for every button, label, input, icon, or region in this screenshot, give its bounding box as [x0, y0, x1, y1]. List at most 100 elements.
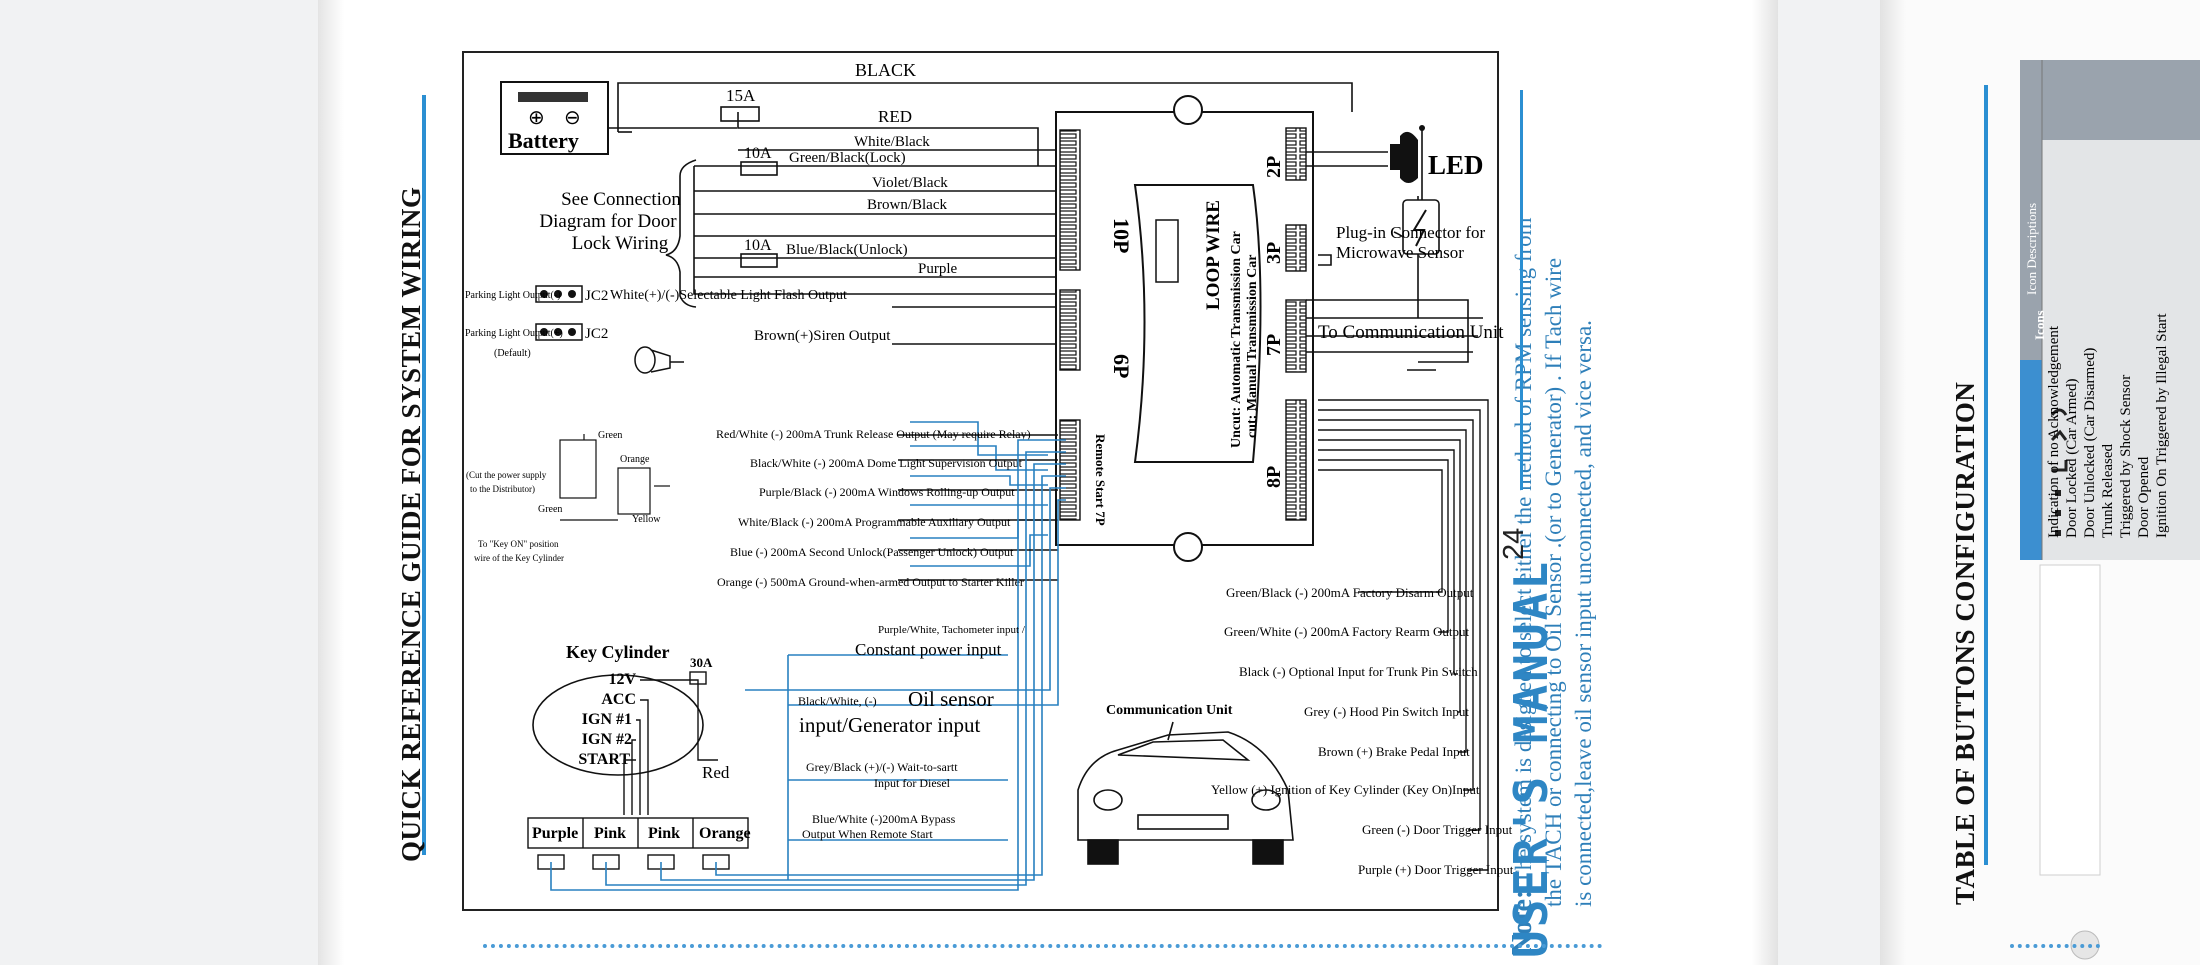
port-7p: 7P	[1263, 334, 1285, 356]
tach-label-1: Purple/White, Tachometer input /	[878, 624, 1026, 636]
label-black: BLACK	[855, 60, 916, 80]
battery-label: Battery	[508, 128, 579, 153]
output-windows: Purple/Black (-) 200mA Windows Rolling-u…	[759, 485, 1015, 499]
input-brake: Brown (+) Brake Pedal Input	[1318, 744, 1470, 759]
row-3: Door Unlocked (Car Disarmed)	[2082, 347, 2098, 538]
kc-pink-1: Pink	[594, 825, 626, 842]
led-label: LED	[1428, 150, 1484, 180]
port-2p: 2P	[1263, 156, 1285, 178]
label-10a-1: 10A	[744, 145, 772, 162]
page2-gutter-shadow	[1880, 0, 1906, 965]
sketch-green-2: Green	[538, 504, 562, 515]
control-module	[1055, 95, 1314, 562]
sketch-orange: Orange	[620, 454, 650, 465]
port-6p: 6P	[1109, 354, 1134, 378]
col-descriptions: Icon Descriptions	[2024, 202, 2039, 295]
port-remote-7p: Remote Start 7P	[1093, 434, 1108, 526]
label-default: (Default)	[494, 348, 531, 359]
key-cylinder-label: Key Cylinder	[566, 642, 670, 662]
label-parking-pos: Parking Light Output(+)	[465, 328, 563, 339]
label-purple: Purple	[918, 261, 958, 277]
to-comm-label: To Communication Unit	[1318, 322, 1504, 343]
key-cylinder-outline	[532, 674, 704, 776]
row-6: Door Opened	[2136, 456, 2152, 538]
label-white-black: White/Black	[854, 134, 930, 150]
label-jc2-a: JC2	[585, 288, 608, 304]
kc-ign1: IGN #1	[582, 711, 632, 728]
label-brown-black: Brown/Black	[867, 197, 947, 213]
row-1: Indication of no Acknowledgement	[2046, 325, 2062, 538]
siren-icon	[634, 346, 684, 374]
page-gutter-shadow	[318, 0, 344, 965]
users-manual-logo: USER'S MANUAL	[1504, 558, 1558, 958]
comm-unit-label: Communication Unit	[1106, 703, 1233, 718]
kc-orange: Orange	[699, 825, 751, 842]
output-aux: White/Black (-) 200mA Programmable Auxil…	[738, 515, 1011, 529]
title-accent-bar	[422, 95, 426, 855]
page-number: 24	[1498, 527, 1530, 560]
diagram-frame	[462, 51, 1499, 911]
row-7: Ignition On Triggered by Illegal Start	[2154, 313, 2170, 538]
input-door-pos: Purple (+) Door Trigger Input	[1358, 862, 1514, 877]
label-jc2-b: JC2	[585, 326, 608, 342]
battery: ⊕ ⊖ Battery	[500, 81, 609, 155]
see-connection-1: See Connection	[561, 189, 681, 210]
oil-label-b: Oil sensor	[908, 687, 994, 711]
wait-label-2: Input for Diesel	[874, 776, 951, 790]
sketch-keyon: To "Key ON" position	[478, 539, 559, 549]
label-15a: 15A	[726, 86, 756, 105]
label-violet-black: Violet/Black	[872, 175, 948, 191]
input-hood-pin: Grey (-) Hood Pin Switch Input	[1304, 704, 1469, 719]
label-light-flash: White(+)/(-)Selectable Light Flash Outpu…	[610, 288, 847, 303]
label-parking-neg: Parking Light Output(-)	[465, 290, 561, 301]
loop-wire-label: LOOP WIRE	[1203, 200, 1224, 310]
input-factory-disarm: Green/Black (-) 200mA Factory Disarm Out…	[1226, 585, 1474, 600]
table-icons	[2050, 408, 2068, 536]
led-icon	[1390, 131, 1418, 183]
car-icon	[1077, 721, 1294, 865]
port-10p: 10P	[1109, 218, 1134, 253]
plugin-1: Plug-in Connector for	[1336, 223, 1486, 242]
sketch-cut: (Cut the power supply	[466, 470, 547, 480]
note-line-3: is connected,leave oil sensor input unco…	[1571, 320, 1596, 907]
sketch-green-1: Green	[598, 430, 622, 441]
buttons-table	[2020, 60, 2200, 960]
output-dome: Black/White (-) 200mA Dome Light Supervi…	[750, 456, 1023, 470]
bypass-label-2: Output When Remote Start	[802, 827, 933, 841]
kc-red: Red	[702, 763, 730, 782]
input-ignition: Yellow (+) Ignition of Key Cylinder (Key…	[1211, 782, 1480, 797]
microwave-sensor-icon	[1402, 125, 1440, 255]
wait-label-1: Grey/Black (+)/(-) Wait-to-sartt	[806, 760, 958, 774]
see-connection-2: Diagram for Door	[539, 211, 677, 232]
battery-plus: ⊕	[528, 107, 545, 129]
starter-kill-sketch	[559, 434, 670, 521]
row-2: Door Locked (Car Armed)	[2064, 378, 2080, 538]
port-8p: 8P	[1263, 466, 1285, 488]
page2-dot-rule	[2010, 944, 2100, 948]
manual-page-right: TABLE OF BUTTONS CONFIGURATION Icons Ico…	[1880, 0, 2200, 965]
label-green-black-lock: Green/Black(Lock)	[789, 150, 906, 166]
label-red: RED	[878, 107, 912, 126]
input-factory-rearm: Green/White (-) 200mA Factory Rearm Outp…	[1224, 624, 1470, 639]
jc2-jumpers	[535, 285, 583, 341]
page-edge-shadow	[1752, 0, 1778, 965]
plugin-2: Microwave Sensor	[1336, 243, 1464, 262]
page-dot-rule	[483, 944, 1603, 948]
page2-accent-bar	[1984, 85, 1988, 865]
kc-12v: 12V	[608, 671, 636, 688]
kc-start: START	[578, 751, 630, 768]
row-4: Trunk Released	[2100, 443, 2116, 538]
kc-ign2: IGN #2	[582, 731, 632, 748]
kc-pink-2: Pink	[648, 825, 680, 842]
label-siren: Brown(+)Siren Output	[754, 328, 891, 344]
label-30a: 30A	[690, 655, 713, 670]
sketch-keyon-2: wire of the Key Cylinder	[474, 553, 564, 563]
bypass-label-1: Blue/White (-)200mA Bypass	[812, 812, 956, 826]
input-door-neg: Green (-) Door Trigger Input	[1362, 822, 1513, 837]
uncut-note: Uncut: Automatic Transmission Car	[1229, 231, 1244, 448]
output-trunk: Red/White (-) 200mA Trunk Release Output…	[716, 427, 1031, 441]
label-10a-2: 10A	[744, 237, 772, 254]
output-second-unlock: Blue (-) 200mA Second Unlock(Passenger U…	[730, 545, 1014, 559]
port-3p: 3P	[1263, 242, 1285, 264]
see-connection-3: Lock Wiring	[572, 233, 669, 254]
